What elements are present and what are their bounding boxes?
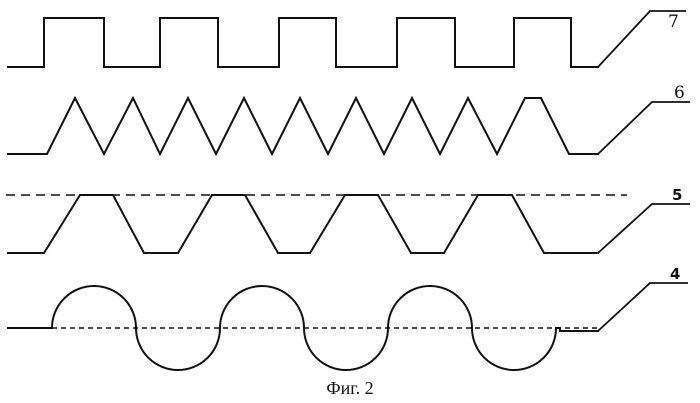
figure-caption: Фиг. 2 — [0, 378, 700, 399]
square-wave-path — [8, 18, 598, 67]
leader-line-6 — [598, 102, 690, 154]
waveform-5-trapezoid: 5 — [6, 186, 690, 253]
waveform-label-5: 5 — [672, 186, 682, 204]
waveform-6-triangle: 6 — [8, 83, 690, 154]
semicircle-wave-path — [8, 286, 598, 370]
leader-line-5 — [598, 204, 690, 253]
waveform-label-6: 6 — [674, 83, 685, 103]
waveform-label-4: 4 — [670, 265, 680, 283]
triangle-wave-path — [8, 98, 598, 154]
waveform-label-7: 7 — [668, 12, 679, 32]
waveform-7-square: 7 — [8, 11, 686, 67]
leader-line-4 — [598, 283, 688, 331]
trapezoid-wave-path — [8, 195, 598, 253]
waveform-4-semicircle: 4 — [8, 265, 688, 370]
